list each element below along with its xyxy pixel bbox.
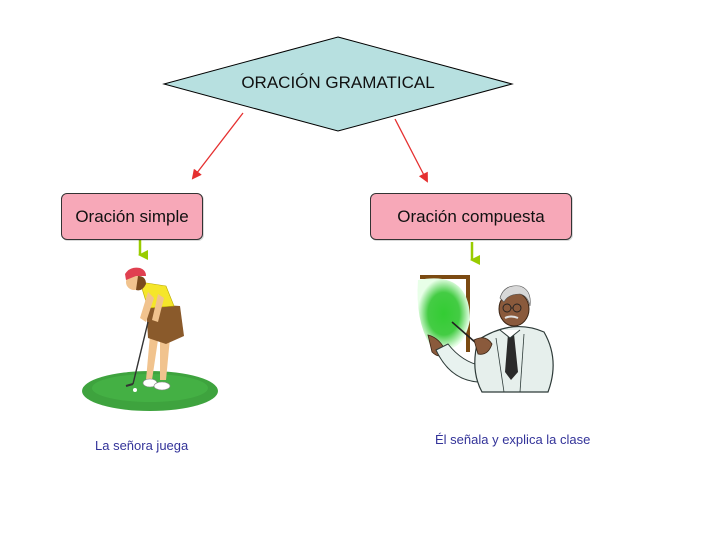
box-oracion-compuesta-label: Oración compuesta (397, 206, 545, 226)
example-caption-compuesta: Él señala y explica la clase (435, 432, 591, 447)
box-oracion-compuesta: Oración compuesta (370, 193, 572, 240)
root-diamond (162, 36, 514, 132)
arrow-to-compuesta (394, 118, 428, 183)
box-oracion-simple: Oración simple (61, 193, 203, 240)
arrow-to-simple (191, 112, 244, 180)
root-label: ORACIÓN GRAMATICAL (241, 73, 435, 92)
golfer-illustration (82, 267, 218, 411)
example-caption-simple: La señora juega (95, 438, 189, 453)
box-oracion-simple-label: Oración simple (75, 206, 189, 226)
teacher-illustration (417, 275, 554, 393)
